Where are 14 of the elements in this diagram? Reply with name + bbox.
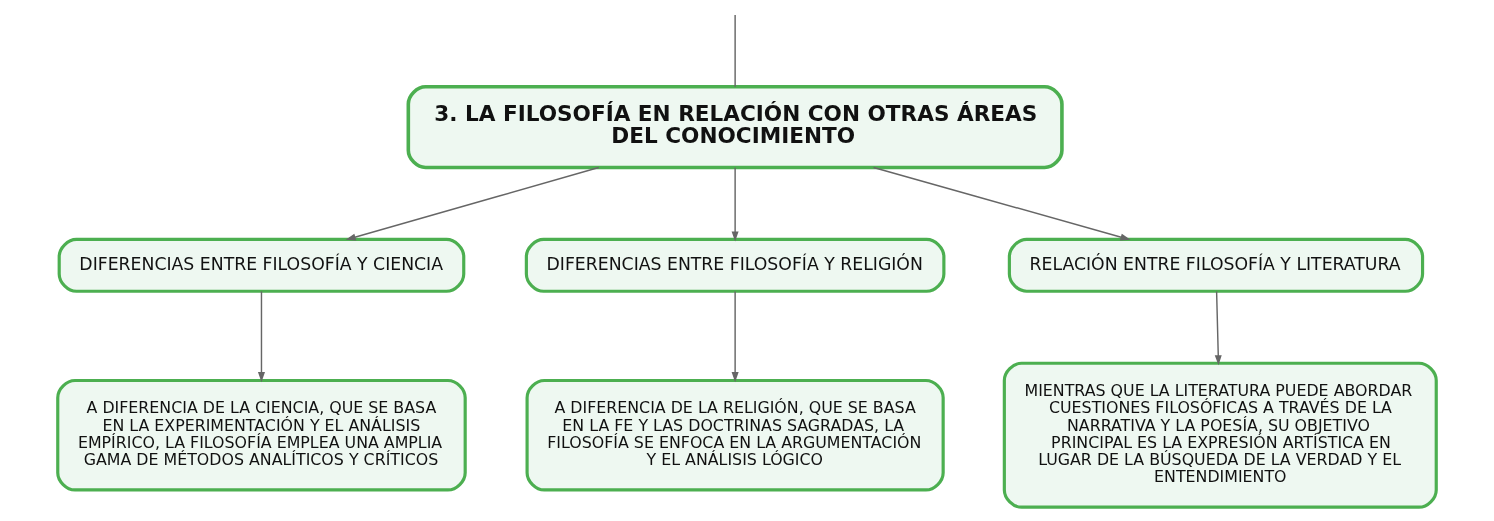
node-box: DIFERENCIAS ENTRE FILOSOFÍA Y RELIGIÓN (524, 237, 946, 293)
arrow (731, 167, 739, 242)
arrow (1214, 290, 1222, 366)
connector (734, 14, 736, 88)
arrow (731, 290, 739, 383)
node-box: A DIFERENCIA DE LA CIENCIA, QUE SE BASA EN LA EXPERIMENTACIÓN Y EL ANÁLISIS EMPÍRICO, LA FILOSOFÍA EMPLEA UNA AMPLIA GAMA DE MÉTODOS ANALÍTICOS Y CRÍTICOS (56, 378, 467, 492)
node-box: A DIFERENCIA DE LA RELIGIÓN, QUE SE BASA EN LA FE Y LAS DOCTRINAS SAGRADAS, LA FILOSOFÍA SE ENFOCA EN LA ARGUMENTACIÓN Y EL ANÁLISIS LÓGICO (525, 378, 945, 492)
node-box: DIFERENCIAS ENTRE FILOSOFÍA Y CIENCIA (57, 237, 466, 293)
arrow (872, 166, 1131, 241)
arrow (345, 166, 600, 241)
node-box: 3. LA FILOSOFÍA EN RELACIÓN CON OTRAS ÁREAS DEL CONOCIMIENTO (406, 85, 1064, 170)
node-box: MIENTRAS QUE LA LITERATURA PUEDE ABORDAR CUESTIONES FILOSÓFICAS A TRAVÉS DE LA NARRATIVA Y LA POESÍA, SU OBJETIVO PRINCIPAL ES LA EXPRESIÓN ARTÍSTICA EN LUGAR DE LA BÚSQUEDA DE LA VERDAD Y EL ENTENDIMIENTO (1002, 361, 1438, 509)
arrow (257, 290, 265, 383)
node-box: RELACIÓN ENTRE FILOSOFÍA Y LITERATURA (1007, 237, 1425, 293)
